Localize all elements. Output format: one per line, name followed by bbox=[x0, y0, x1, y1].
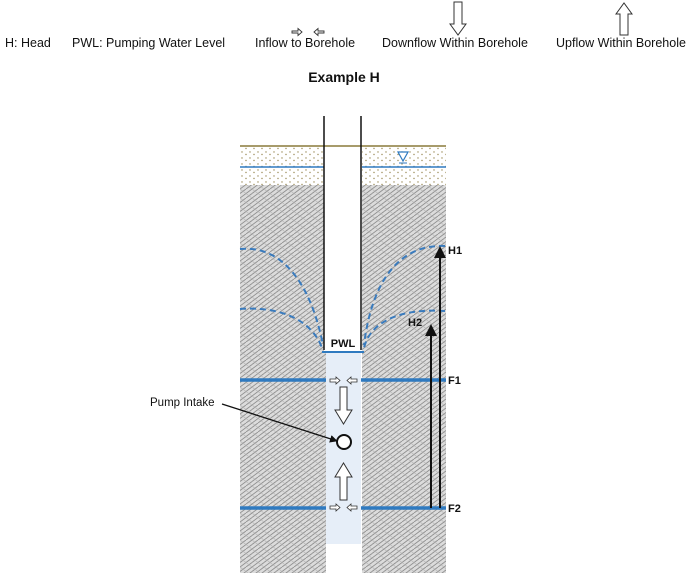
up-arrow-icon bbox=[334, 462, 353, 501]
pwl-label: PWL bbox=[331, 338, 356, 350]
down-arrow-icon bbox=[334, 386, 353, 425]
up-arrow-icon bbox=[615, 2, 633, 36]
inflow-arrows-f2 bbox=[329, 503, 358, 512]
casing bbox=[323, 116, 362, 350]
h1-cone-left bbox=[239, 247, 324, 346]
legend-downflow-text: Downflow Within Borehole bbox=[382, 36, 528, 50]
f1-label: F1 bbox=[448, 375, 461, 387]
h1-cone-right bbox=[363, 244, 446, 346]
pump-intake-circle bbox=[336, 434, 352, 450]
legend-inflow-text: Inflow to Borehole bbox=[255, 36, 355, 50]
inflow-arrows-icon bbox=[291, 27, 325, 37]
h2-label: H2 bbox=[408, 317, 422, 329]
down-arrow-icon bbox=[449, 1, 467, 36]
h2-cone-left bbox=[239, 307, 323, 349]
head-arrows bbox=[425, 246, 446, 508]
legend-upflow-text: Upflow Within Borehole bbox=[556, 36, 686, 50]
sand-layer-left bbox=[240, 147, 324, 185]
h2-cone-right bbox=[363, 309, 446, 349]
water-table-triangle-icon bbox=[396, 151, 410, 163]
pump-intake-label: Pump Intake bbox=[150, 397, 215, 409]
diagram-title: Example H bbox=[308, 69, 380, 85]
drawdown-curves bbox=[239, 244, 446, 349]
pump-intake-leader bbox=[221, 403, 338, 443]
legend-pwl-text: PWL: Pumping Water Level bbox=[72, 36, 225, 50]
f2-label: F2 bbox=[448, 503, 461, 515]
inflow-arrows-f1 bbox=[329, 376, 358, 385]
legend-head-text: H: Head bbox=[5, 36, 51, 50]
h1-label: H1 bbox=[448, 245, 462, 257]
legend: H: Head PWL: Pumping Water Level Inflow … bbox=[5, 1, 686, 50]
